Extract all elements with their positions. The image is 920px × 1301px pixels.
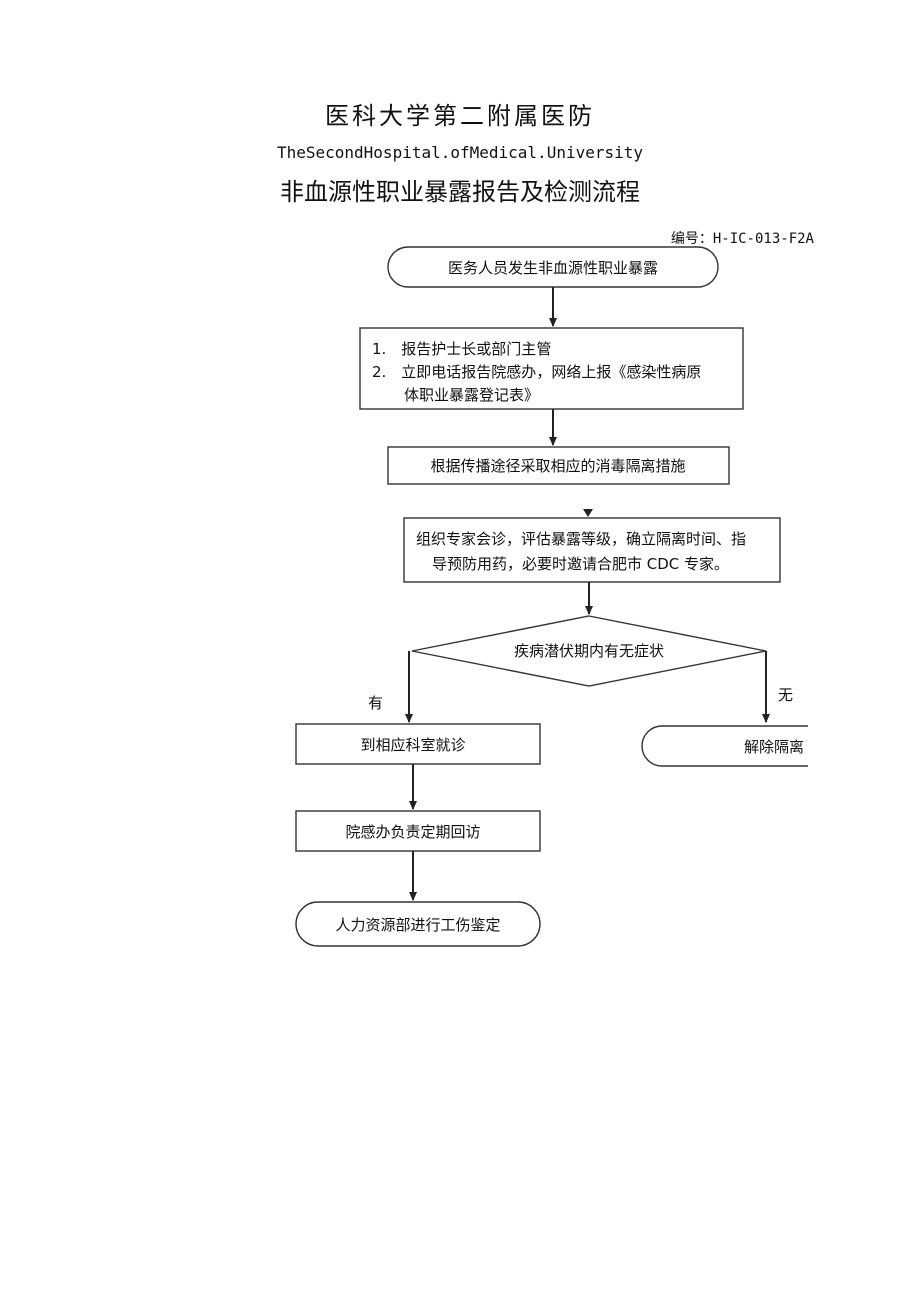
no-label: 无	[778, 686, 793, 704]
injury-assess-label: 人力资源部进行工伤鉴定	[335, 916, 500, 934]
consult-line-b: 导预防用药，必要时邀请合肥市 CDC 专家。	[432, 555, 729, 573]
hospital-name-en: TheSecondHospital.ofMedical.University	[276, 143, 644, 162]
disinfect-node-label: 根据传播途径采取相应的消毒隔离措施	[430, 457, 685, 475]
decision-node-label: 疾病潜伏期内有无症状	[514, 642, 664, 660]
followup-label: 院感办负责定期回访	[345, 823, 480, 841]
visit-dept-node	[295, 723, 541, 765]
release-node	[641, 725, 810, 767]
disinfect-node	[387, 446, 730, 485]
decision-node	[411, 615, 767, 687]
report-step-2a: 2. 立即电话报告院感办，网络上报《感染性病原	[372, 363, 701, 381]
hospital-name-cn: 医科大学第二附属医防	[325, 102, 595, 130]
consult-node	[403, 517, 781, 583]
flowchart-title: 非血源性职业暴露报告及检测流程	[280, 178, 640, 206]
injury-assess-node	[295, 901, 541, 947]
visit-dept-label: 到相应科室就诊	[360, 736, 465, 754]
report-node	[359, 327, 744, 410]
report-step-1: 1. 报告护士长或部门主管	[372, 340, 551, 358]
clip-mask	[808, 720, 920, 772]
arrow-to-consult	[583, 509, 593, 517]
yes-label: 有	[368, 694, 383, 712]
start-node-label: 医务人员发生非血源性职业暴露	[448, 259, 658, 277]
release-node-label: 解除隔离	[744, 738, 804, 756]
report-step-2b: 体职业暴露登记表》	[404, 386, 539, 404]
followup-node	[295, 810, 541, 852]
consult-line-a: 组织专家会诊，评估暴露等级，确立隔离时间、指	[416, 530, 746, 548]
document-number: 编号：H-IC-013-F2A	[670, 231, 814, 247]
